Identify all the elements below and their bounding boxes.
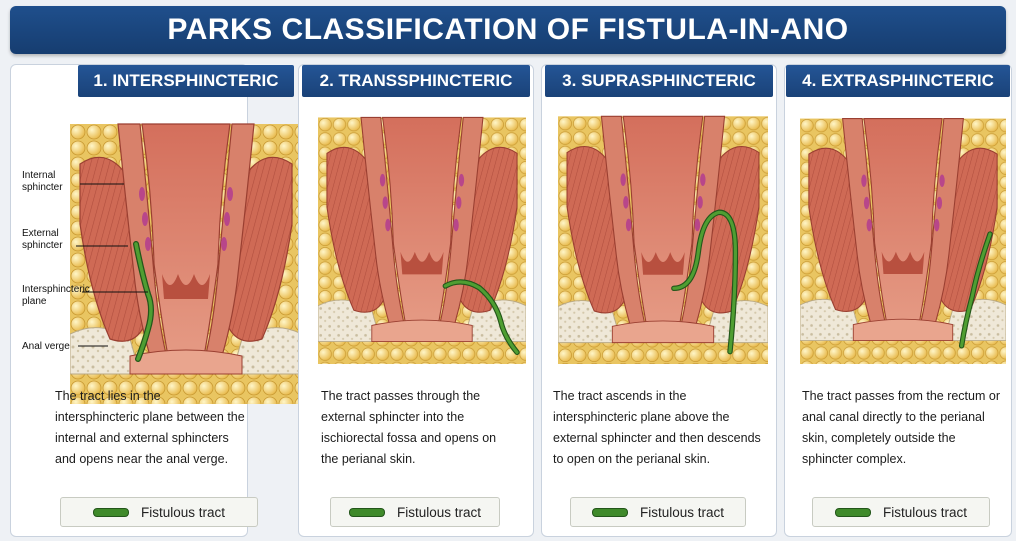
tract-swatch-icon [835,508,871,517]
legend-extrasphincteric: Fistulous tract [812,497,990,527]
legend-label: Fistulous tract [141,505,225,520]
legend-intersphincteric: Fistulous tract [60,497,258,527]
legend-suprasphincteric: Fistulous tract [570,497,746,527]
panel-header-3: 3. SUPRASPHINCTERIC [545,65,773,97]
anatomy-illustration-suprasphincteric [558,104,768,364]
description-extrasphincteric: The tract passes from the rectum or anal… [802,386,1004,470]
tract-swatch-icon [349,508,385,517]
legend-label: Fistulous tract [883,505,967,520]
legend-transsphincteric: Fistulous tract [330,497,500,527]
panel-header-2: 2. TRANSSPHINCTERIC [302,65,530,97]
tract-swatch-icon [93,508,129,517]
legend-label: Fistulous tract [640,505,724,520]
panel-header-4: 4. EXTRASPHINCTERIC [786,65,1010,97]
anatomy-illustration-transsphincteric [318,104,526,364]
description-suprasphincteric: The tract ascends in the intersphincteri… [553,386,768,470]
description-transsphincteric: The tract passes through the external sp… [321,386,511,470]
tract-swatch-icon [592,508,628,517]
anatomy-illustration-extrasphincteric [800,104,1006,364]
description-intersphincteric: The tract lies in the intersphincteric p… [55,386,245,470]
legend-label: Fistulous tract [397,505,481,520]
